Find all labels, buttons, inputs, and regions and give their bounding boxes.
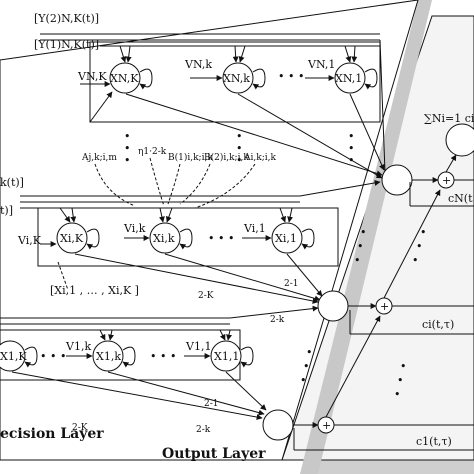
label-v-i1: Vi,1 xyxy=(243,222,266,235)
label-eta: η1·2-k xyxy=(138,147,167,157)
label-v-ik-left: Vi,K xyxy=(17,234,42,247)
row-1: X1,K X1,k X1,1 V1,k V1,1 • • • • • • xyxy=(0,305,319,420)
node-x-nk xyxy=(222,62,254,94)
label-y-nk-2: [Y(2)N,K(t)] xyxy=(34,12,99,25)
label-ellipsis-1b: • • • xyxy=(150,350,176,363)
label-c-1: c1(t,τ) xyxy=(416,435,452,448)
plus-1: + xyxy=(322,419,331,432)
label-x-ik-cap: Xi,K xyxy=(60,232,84,245)
row-i-box xyxy=(37,207,339,267)
label-x-nk: XN,k xyxy=(223,72,250,85)
output-layer-title: Output Layer xyxy=(162,446,266,462)
label-ellipsis-i: • • • xyxy=(208,232,234,245)
node-x-ik-cap xyxy=(56,222,88,254)
label-x-1k: X1,k xyxy=(96,350,121,363)
plus-n: + xyxy=(442,174,451,187)
label-x-nk-cap: XN,K xyxy=(110,72,139,85)
node-x-ik xyxy=(149,222,181,254)
label-ellipsis-n: • • • xyxy=(278,70,304,83)
output-dots: • xyxy=(394,388,401,401)
label-y-t-left: t)] xyxy=(0,204,13,217)
label-x-n1: XN,1 xyxy=(335,72,362,85)
node-x-n1 xyxy=(334,62,366,94)
dots-between-rows-1: • xyxy=(124,130,131,143)
label-v-nk-left: VN,K xyxy=(77,70,107,83)
node-x-1k xyxy=(92,340,124,372)
output-dots: • xyxy=(397,374,404,387)
label-pow-1-b: 2-1 xyxy=(204,399,219,409)
label-sum-expr: ∑Ni=1 ci xyxy=(424,112,474,125)
dots-between-rows-1: • xyxy=(348,154,355,167)
label-y-nk-1: [Y(1)N,K(t)] xyxy=(34,38,99,51)
output-neuron-n xyxy=(381,164,413,196)
label-b1: B(1)i,k;i,k xyxy=(168,152,213,163)
output-nodes: + + + xyxy=(262,123,474,451)
label-ellipsis-1a: • • • xyxy=(40,350,66,363)
label-a-ikik: Ai,k;i,k xyxy=(243,153,276,163)
label-x-i1: Xi,1 xyxy=(275,232,297,245)
label-x-set: [Xi,1 , … , Xi,K ] xyxy=(50,284,139,297)
label-v-1k: V1,k xyxy=(65,340,91,353)
output-dots: • xyxy=(354,254,361,267)
decision-layer-title: ecision Layer xyxy=(0,426,104,442)
label-pow-K-a: 2-K xyxy=(198,291,214,301)
node-x-11 xyxy=(210,340,242,372)
output-dots: • xyxy=(306,346,313,359)
label-y-k-2-left: k(t)] xyxy=(0,176,24,189)
dots-between-rows-1: • xyxy=(348,142,355,155)
label-c-i: ci(t,τ) xyxy=(422,318,454,331)
label-pow-1-a: 2-1 xyxy=(284,279,299,289)
output-neuron-1 xyxy=(262,409,294,441)
node-x-1k-cap xyxy=(0,340,26,372)
output-dots: • xyxy=(416,240,423,253)
label-v-11: V1,1 xyxy=(185,340,211,353)
label-v-ik: Vi,k xyxy=(123,222,146,235)
label-v-nk: VN,k xyxy=(184,58,212,71)
label-pow-K-b: 2-K xyxy=(72,423,88,433)
label-x-1k-cap: X1,K xyxy=(0,350,27,363)
output-dots: • xyxy=(400,360,407,373)
node-x-i1 xyxy=(271,222,303,254)
label-a-jkim: Aj,k;i,m xyxy=(81,153,117,163)
node-x-nk-cap xyxy=(109,62,141,94)
dots-between-rows-1: • xyxy=(124,154,131,167)
label-c-n: cN(t xyxy=(448,192,473,205)
dots-between-rows-1: • xyxy=(348,130,355,143)
plus-i: + xyxy=(380,300,389,313)
label-x-11: X1,1 xyxy=(214,350,239,363)
output-neuron-i xyxy=(317,290,349,322)
output-dots: • xyxy=(357,240,364,253)
row-i: k(t)] t)] Xi,K Xi,k Xi,1 Vi,K Vi,k Vi,1 … xyxy=(0,176,381,304)
output-dots: • xyxy=(412,254,419,267)
label-pow-k-b: 2-k xyxy=(196,425,211,435)
row-n-box xyxy=(89,41,381,123)
output-dots: • xyxy=(420,226,427,239)
decision-layer-plane-shadow xyxy=(300,0,432,474)
dots-between-rows-1: • xyxy=(236,142,243,155)
label-pow-k-a: 2-k xyxy=(270,315,285,325)
sum-neuron xyxy=(445,123,474,157)
output-dots: • xyxy=(360,226,367,239)
dots-between-rows-1: • xyxy=(236,154,243,167)
output-dots: • xyxy=(303,360,310,373)
dots-between-rows-1: • xyxy=(236,130,243,143)
output-dots: • xyxy=(300,374,307,387)
row-n: XN,K XN,k XN,1 VN,K VN,k VN,1 • • • xyxy=(77,33,386,179)
label-x-ik: Xi,k xyxy=(153,232,175,245)
label-v-n1: VN,1 xyxy=(307,58,335,71)
dots-between-rows-1: • xyxy=(124,142,131,155)
label-b2: B(2)i,k;i,k xyxy=(204,152,249,163)
